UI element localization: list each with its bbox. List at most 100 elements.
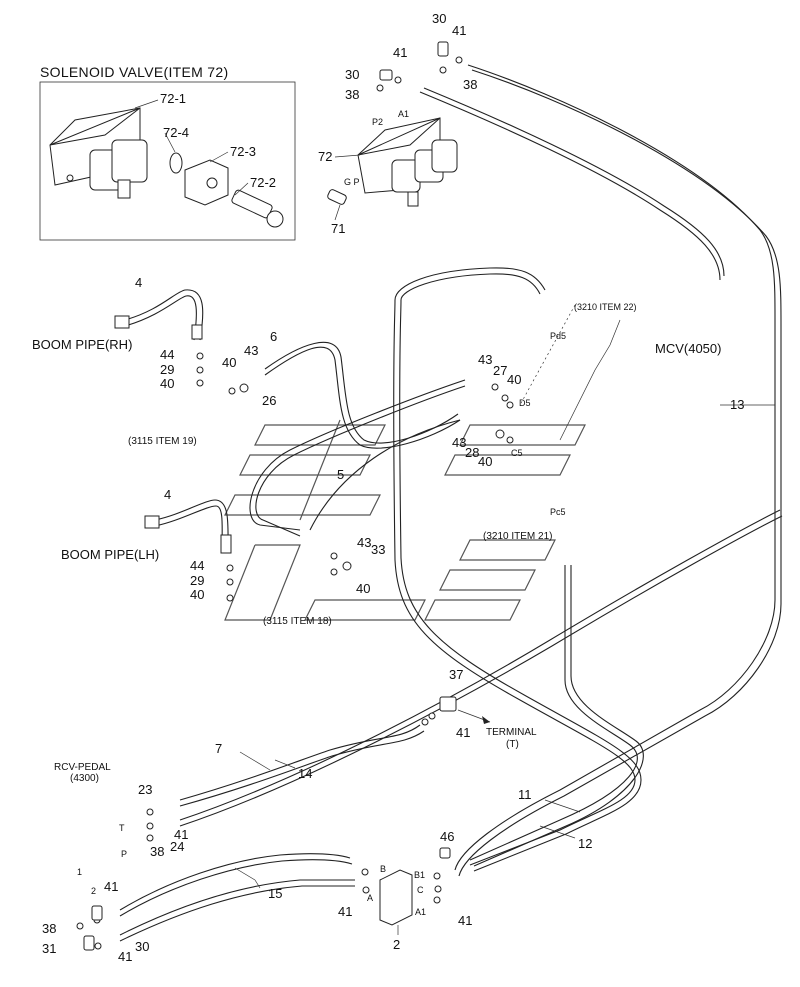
- label-13: 13: [730, 397, 745, 412]
- label-14: 14: [298, 766, 313, 781]
- label-30-top: 30: [432, 11, 447, 26]
- label-41-rcv: 41: [174, 827, 189, 842]
- port-b1: B1: [414, 870, 426, 880]
- label-7: 7: [215, 741, 223, 756]
- label-38-top: 38: [463, 77, 478, 92]
- hose-13-outline: [458, 69, 782, 877]
- label-41-tee: 41: [456, 725, 471, 740]
- ref-3115-item-18: (3115 ITEM 18): [263, 616, 332, 627]
- elbow-30-top: [437, 41, 449, 57]
- cartridge-72-2: [231, 189, 284, 228]
- hose-4-rh-outline: [124, 295, 197, 341]
- o-ring-41-top-left: [394, 76, 402, 84]
- label-12: 12: [578, 836, 593, 851]
- hose-5b: [309, 419, 461, 531]
- mcv-boundary: [559, 319, 621, 441]
- boom-pipe-lh-end: [144, 515, 160, 529]
- label-37: 37: [449, 667, 464, 682]
- hose-15-upper: [119, 853, 351, 911]
- port-c: C: [417, 885, 424, 895]
- label-72-1: 72-1: [160, 91, 187, 106]
- hose-11-outline: [399, 299, 642, 872]
- hose-6: [264, 346, 461, 449]
- hose-12-outline: [473, 565, 644, 867]
- hose-5-outline: [255, 385, 466, 537]
- hose-7: [179, 724, 421, 801]
- label-40-mid: 40: [222, 355, 237, 370]
- ref-3210-item-22: (3210 ITEM 22): [574, 302, 637, 312]
- port-pd5: Pd5: [550, 331, 567, 341]
- hose-14: [179, 509, 781, 821]
- leader-lines: [134, 99, 775, 935]
- label-33: 33: [371, 542, 386, 557]
- label-30-top-left: 30: [345, 67, 360, 82]
- fitting-71: [327, 189, 347, 205]
- block-2: [379, 869, 413, 926]
- label-28: 28: [465, 445, 480, 460]
- coil-72-3: [184, 159, 229, 206]
- detail-title: SOLENOID VALVE(ITEM 72): [40, 64, 229, 80]
- label-26: 26: [262, 393, 277, 408]
- port-p2: P2: [372, 117, 384, 127]
- label-15: 15: [268, 886, 283, 901]
- o-ring-38-top-left: [376, 84, 384, 92]
- hose-a1: [419, 91, 721, 281]
- port-a1: A1: [398, 109, 410, 119]
- label-44-rh: 44: [160, 347, 175, 362]
- label-24: 24: [170, 839, 185, 854]
- port-a1-block: A1: [415, 907, 427, 917]
- o-ring-41-top: [455, 56, 463, 64]
- label-4-rh: 4: [135, 275, 143, 290]
- label-72: 72: [318, 149, 333, 164]
- port-pc5: Pc5: [550, 507, 566, 517]
- hose-7-outline: [179, 730, 425, 807]
- hose-4-lh-fitting: [220, 534, 232, 554]
- hose-15-lower-outline: [119, 885, 355, 942]
- hose-5: [249, 379, 466, 531]
- ref-3115-item-19: (3115 ITEM 19): [128, 436, 197, 447]
- label-40-lh-elbow: 40: [356, 581, 371, 596]
- hose-4-lh: [154, 499, 229, 551]
- tee-37: [439, 696, 457, 712]
- terminal-arrowhead: [482, 716, 490, 724]
- label-40-mcv-mid: 40: [478, 454, 493, 469]
- label-43-mcv-mid: 43: [452, 435, 467, 450]
- label-72-4: 72-4: [163, 125, 190, 140]
- label-41-block: 41: [338, 904, 353, 919]
- port-a: A: [367, 893, 374, 903]
- label-40-rh: 40: [160, 376, 175, 391]
- label-38-top-left: 38: [345, 87, 360, 102]
- port-c5: C5: [511, 448, 523, 458]
- hose-4-rh-fitting: [191, 324, 203, 340]
- o-ring-38-top: [439, 66, 447, 74]
- hose-upper-loop-outline: [400, 273, 541, 301]
- label-72-3: 72-3: [230, 144, 257, 159]
- hose-tag-1: 1: [77, 867, 83, 877]
- label-rcv-pedal: RCV-PEDAL: [54, 762, 111, 773]
- hose-tag-2: 2: [91, 886, 97, 896]
- label-rcv-number: (4300): [70, 773, 99, 784]
- port-t: T: [119, 823, 125, 833]
- label-boom-pipe-rh: BOOM PIPE(RH): [32, 337, 133, 352]
- elbow-30-top-left: [379, 69, 393, 81]
- hose-15-lower: [119, 879, 355, 936]
- o-rings: [76, 352, 514, 951]
- label-4-lh: 4: [164, 487, 172, 502]
- label-43-mcv-top: 43: [478, 352, 493, 367]
- label-terminal-t: (T): [506, 739, 519, 750]
- label-41-left: 41: [104, 879, 119, 894]
- hose-upper-loop: [394, 267, 546, 301]
- label-40-mcv-top: 40: [507, 372, 522, 387]
- label-71: 71: [331, 221, 346, 236]
- label-43-rh: 43: [244, 343, 259, 358]
- label-29-rh: 29: [160, 362, 175, 377]
- hose-a1-outline: [423, 87, 725, 277]
- label-46: 46: [440, 829, 455, 844]
- label-41-bottom: 41: [118, 949, 133, 964]
- label-11: 11: [518, 787, 532, 802]
- ref-3210-item-21: (3210 ITEM 21): [483, 531, 553, 542]
- label-40-lh: 40: [190, 587, 205, 602]
- watermark-logo: [224, 419, 586, 621]
- label-72-2: 72-2: [250, 175, 277, 190]
